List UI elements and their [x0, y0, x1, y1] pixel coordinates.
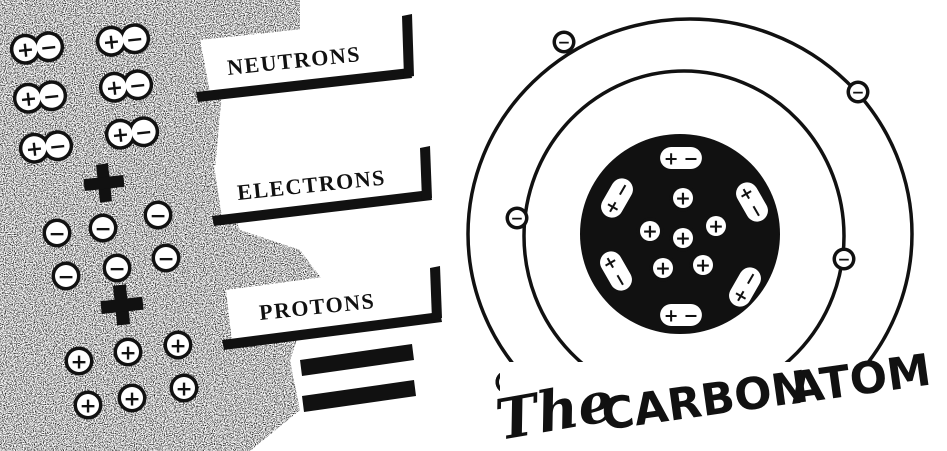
svg-text:−: −	[128, 72, 148, 98]
proton-icon: +	[74, 391, 103, 420]
svg-text:−: −	[511, 210, 524, 228]
svg-text:+: +	[708, 217, 724, 238]
svg-text:−: −	[48, 133, 68, 159]
svg-text:−: −	[94, 216, 111, 240]
svg-text:+: +	[664, 149, 679, 169]
nucleus-proton-icon: +	[650, 255, 677, 282]
svg-text:+: +	[101, 29, 121, 55]
svg-text:+: +	[24, 136, 44, 162]
svg-text:−: −	[852, 84, 865, 102]
nucleus-proton-icon: +	[670, 225, 697, 252]
svg-text:+: +	[169, 333, 186, 357]
nucleus-neutron-icon: +−	[660, 147, 702, 169]
svg-text:+: +	[675, 229, 691, 250]
svg-text:−: −	[157, 246, 174, 270]
svg-text:−: −	[57, 264, 74, 288]
svg-text:−: −	[684, 306, 699, 326]
svg-text:−: −	[42, 83, 62, 109]
proton-icon: +	[118, 384, 147, 413]
inner-shell-electron-icon: −	[506, 207, 529, 230]
svg-text:−: −	[558, 34, 571, 52]
electron-icon: −	[43, 219, 72, 248]
svg-text:+: +	[110, 122, 130, 148]
electrons-banner: ELECTRONS	[212, 140, 432, 226]
electron-icon: −	[152, 244, 181, 273]
electron-icon: −	[89, 214, 118, 243]
svg-text:+: +	[15, 37, 35, 63]
proton-icon: +	[170, 374, 199, 403]
svg-text:+: +	[18, 86, 38, 112]
svg-text:+: +	[664, 306, 679, 326]
svg-text:+: +	[104, 75, 124, 101]
svg-text:−: −	[125, 26, 145, 52]
svg-text:+: +	[642, 222, 658, 243]
svg-text:+: +	[175, 376, 192, 400]
svg-text:+: +	[675, 189, 691, 210]
svg-text:+: +	[119, 340, 136, 364]
nucleus-proton-icon: +	[703, 213, 730, 240]
svg-text:−: −	[134, 119, 154, 145]
nucleus-proton-icon: +	[670, 185, 697, 212]
proton-icon: +	[164, 331, 193, 360]
nucleus-proton-icon: +	[637, 218, 664, 245]
svg-text:+: +	[655, 259, 671, 280]
svg-text:−: −	[149, 203, 166, 227]
inner-shell-electron-icon: −	[833, 248, 856, 271]
electron-icon: −	[52, 262, 81, 291]
equals-sign-icon	[300, 344, 416, 412]
svg-text:−: −	[108, 256, 125, 280]
electron-icon: −	[103, 254, 132, 283]
nucleus-proton-icon: +	[690, 252, 717, 279]
electron-icon: −	[144, 201, 173, 230]
nucleus-neutron-icon: +−	[660, 304, 702, 326]
svg-text:−: −	[39, 34, 59, 60]
outer-shell-electron-icon: −	[847, 81, 870, 104]
proton-icon: +	[65, 347, 94, 376]
svg-text:+: +	[70, 349, 87, 373]
svg-text:−: −	[838, 251, 851, 269]
svg-text:+: +	[123, 386, 140, 410]
svg-text:+: +	[79, 393, 96, 417]
outer-shell-electron-icon: −	[553, 31, 576, 54]
svg-text:+: +	[695, 256, 711, 277]
proton-icon: +	[114, 338, 143, 367]
svg-text:−: −	[684, 149, 699, 169]
svg-text:−: −	[48, 221, 65, 245]
